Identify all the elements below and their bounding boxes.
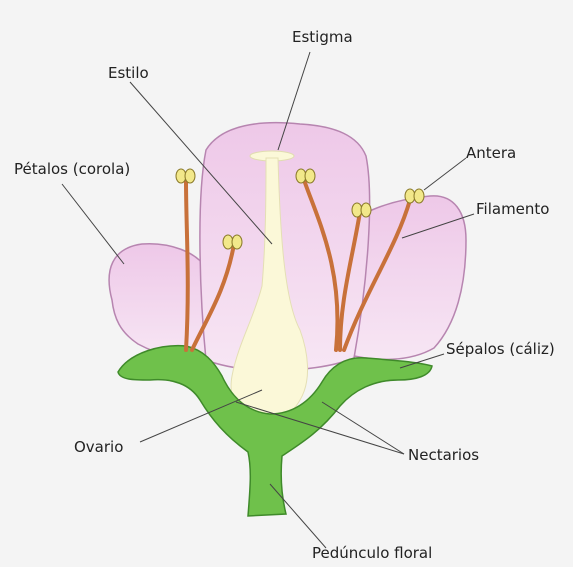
label-filamento: Filamento bbox=[476, 202, 549, 217]
label-ovario: Ovario bbox=[74, 440, 123, 455]
label-antera: Antera bbox=[466, 146, 516, 161]
label-pedunculo: Pedúnculo floral bbox=[312, 546, 432, 561]
label-estilo: Estilo bbox=[108, 66, 149, 81]
filament-left-outer bbox=[186, 180, 188, 350]
leader-antera bbox=[424, 158, 466, 190]
leader-petalos bbox=[62, 184, 124, 264]
label-estigma: Estigma bbox=[292, 30, 353, 45]
label-petalos: Pétalos (corola) bbox=[14, 162, 130, 177]
leader-nectarios-b bbox=[322, 402, 404, 454]
label-nectarios: Nectarios bbox=[408, 448, 479, 463]
label-sepalos: Sépalos (cáliz) bbox=[446, 342, 555, 357]
leader-pedunculo bbox=[270, 484, 326, 548]
